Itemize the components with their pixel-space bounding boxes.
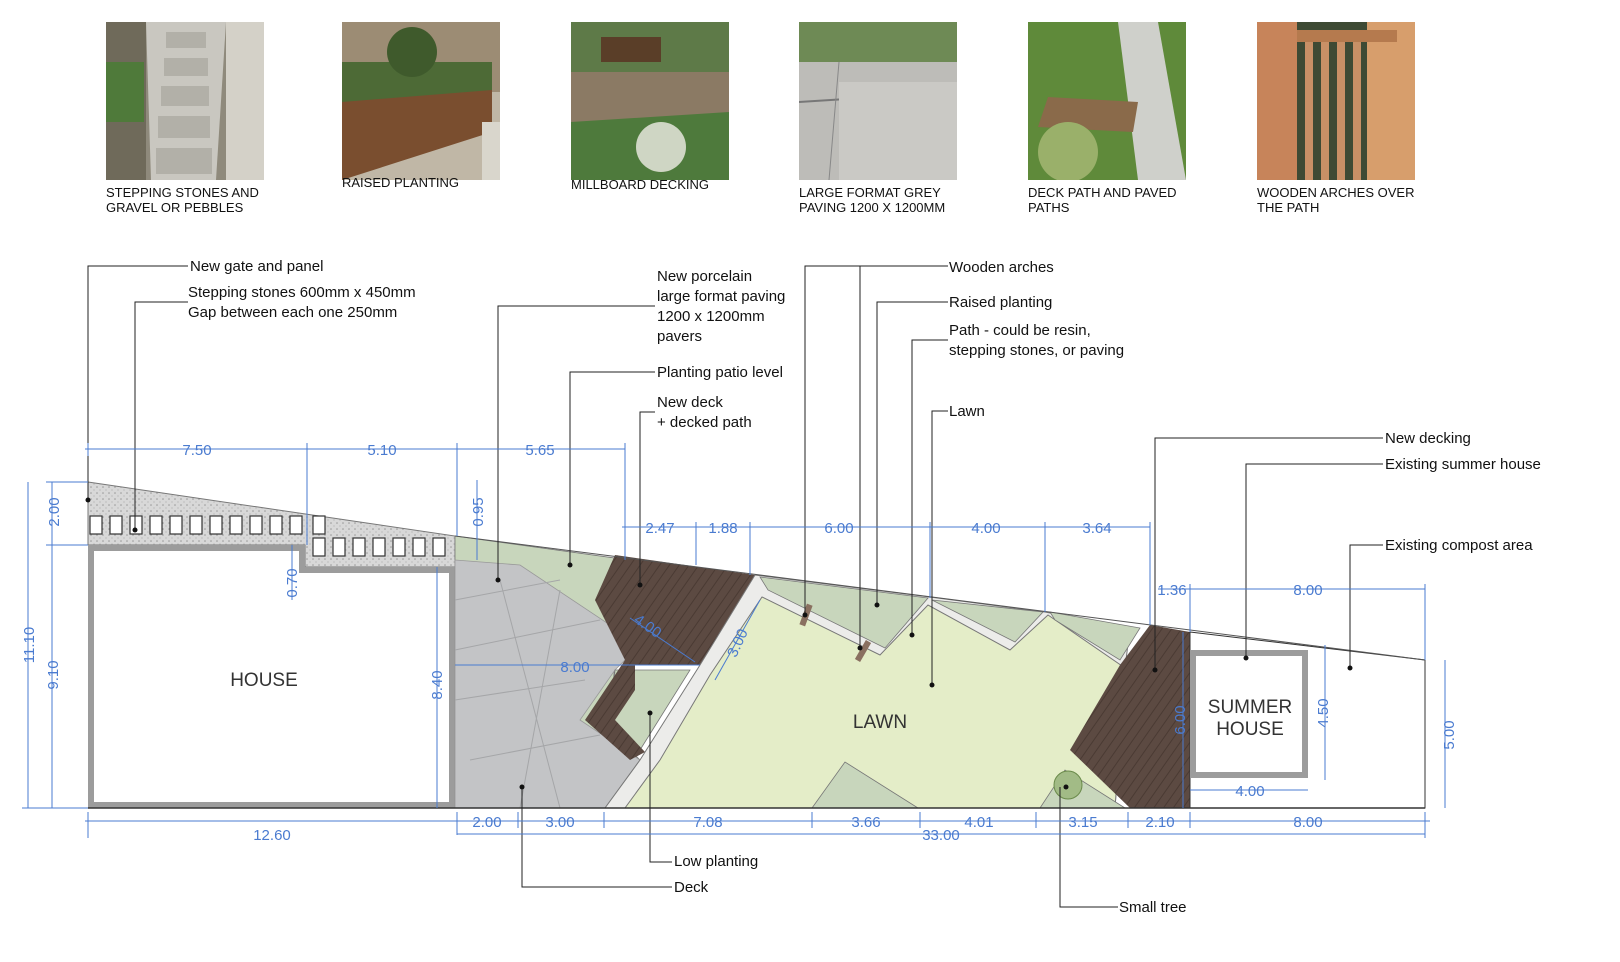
dim-b-300: 3.00 [545, 814, 574, 831]
label-new-deck-1: New deck [657, 394, 723, 411]
label-planting-patio: Planting patio level [657, 364, 783, 381]
photo-caption-stepping-stones: STEPPING STONES AND GRAVEL OR PEBBLES [106, 185, 259, 215]
dim-top-565: 5.65 [525, 442, 554, 459]
label-stepping-gap: Gap between each one 250mm [188, 304, 397, 321]
label-porcelain-2: large format paving [657, 288, 785, 305]
dim-1260: 12.60 [253, 827, 291, 844]
new-decking [1070, 625, 1190, 808]
label-gate: New gate and panel [190, 258, 323, 275]
label-porcelain-1: New porcelain [657, 268, 752, 285]
decking-photo [571, 22, 729, 180]
wooden-arches-photo [1257, 22, 1415, 180]
dim-136: 1.36 [1157, 582, 1186, 599]
dim-b-366: 3.66 [851, 814, 880, 831]
label-deck: Deck [674, 879, 709, 896]
stepping-stones [89, 515, 446, 557]
label-path-2: stepping stones, or paving [949, 342, 1124, 359]
dim-910: 9.10 [45, 660, 62, 689]
small-tree-icon [1053, 770, 1083, 800]
house-label: HOUSE [230, 670, 298, 691]
label-raised-planting: Raised planting [949, 294, 1052, 311]
dim-top-510: 5.10 [367, 442, 396, 459]
dim-188: 1.88 [708, 520, 737, 537]
summer-house-label-1: SUMMER [1208, 697, 1292, 718]
photo-caption-raised-planting: RAISED PLANTING [342, 175, 460, 190]
raised-planting-photo [342, 22, 500, 180]
dim-top-750: 7.50 [182, 442, 211, 459]
wooden-arch-icon [854, 639, 872, 663]
dim-800-top: 8.00 [1293, 582, 1322, 599]
dim-b-401: 4.01 [964, 814, 993, 831]
label-porcelain-4: pavers [657, 328, 702, 345]
dim-b-210: 2.10 [1145, 814, 1174, 831]
label-low-planting: Low planting [674, 853, 758, 870]
dim-095: 0.95 [470, 497, 487, 526]
dim-500: 5.00 [1441, 720, 1458, 749]
label-small-tree: Small tree [1119, 899, 1187, 916]
dim-b-800: 8.00 [1293, 814, 1322, 831]
dim-400-sh: 4.00 [1235, 783, 1264, 800]
dim-b-708: 7.08 [693, 814, 722, 831]
dim-450: 4.50 [1315, 698, 1332, 727]
photo-caption-deck-path: DECK PATH AND PAVED PATHS [1028, 185, 1177, 215]
photo-caption-decking: MILLBOARD DECKING [571, 177, 709, 192]
label-lawn: Lawn [949, 403, 985, 420]
dim-364: 3.64 [1082, 520, 1111, 537]
dim-600: 6.00 [824, 520, 853, 537]
dim-070: 0.70 [284, 568, 301, 597]
label-path-1: Path - could be resin, [949, 322, 1091, 339]
dim-600-vert: 6.00 [1172, 705, 1189, 734]
dim-247: 2.47 [645, 520, 674, 537]
summer-house-label-2: HOUSE [1216, 719, 1284, 740]
dim-200-left: 2.00 [46, 497, 63, 526]
label-compost: Existing compost area [1385, 537, 1533, 554]
label-porcelain-3: 1200 x 1200mm [657, 308, 765, 325]
lawn-label: LAWN [853, 712, 907, 733]
photo-caption-grey-paving: LARGE FORMAT GREY PAVING 1200 X 1200MM [799, 185, 946, 215]
dim-b-315: 3.15 [1068, 814, 1097, 831]
label-stepping-stones: Stepping stones 600mm x 450mm [188, 284, 416, 301]
deck-path-photo [1028, 22, 1186, 180]
label-wooden-arches: Wooden arches [949, 259, 1054, 276]
dim-800-patio: 8.00 [560, 659, 589, 676]
dim-3300: 33.00 [922, 827, 960, 844]
label-new-deck-2: + decked path [657, 414, 752, 431]
deck-area [585, 555, 755, 760]
grey-paving-photo [799, 22, 957, 180]
label-new-decking: New decking [1385, 430, 1471, 447]
dim-840: 8.40 [429, 670, 446, 699]
photo-caption-wooden-arches: WOODEN ARCHES OVER THE PATH [1257, 185, 1415, 215]
dim-400: 4.00 [971, 520, 1000, 537]
label-summer-house: Existing summer house [1385, 456, 1541, 473]
dim-1110: 11.10 [21, 627, 38, 663]
dim-b-200: 2.00 [472, 814, 501, 831]
stepping-stones-photo [106, 22, 264, 180]
raised-planting-bed [759, 576, 929, 649]
